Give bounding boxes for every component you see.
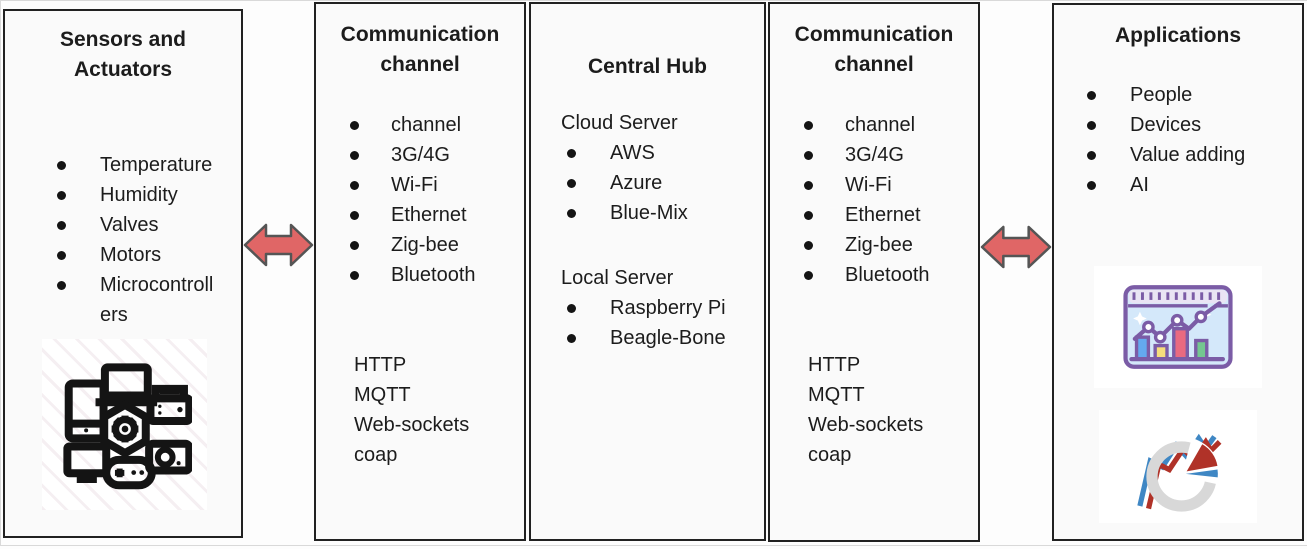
list-item: 3G/4G xyxy=(804,140,978,170)
panel-title: Communication channel xyxy=(794,23,954,76)
list-item: People xyxy=(1087,80,1302,110)
bidirectional-arrow-icon xyxy=(980,225,1052,269)
iot-devices-icon xyxy=(42,339,207,510)
channel-list: channel 3G/4G Wi-Fi Ethernet Zig-bee Blu… xyxy=(770,110,978,290)
protocol-item: HTTP xyxy=(354,354,407,376)
list-item: Bluetooth xyxy=(350,260,524,290)
bullet-icon xyxy=(804,241,813,250)
bullet-icon xyxy=(57,221,66,230)
bullet-icon xyxy=(1087,181,1096,190)
panel-title: Applications xyxy=(1114,24,1241,47)
bullet-icon xyxy=(1087,91,1096,100)
bullet-icon xyxy=(804,181,813,190)
bullet-icon xyxy=(350,121,359,130)
list-item: AI xyxy=(1087,170,1302,200)
bullet-icon xyxy=(804,121,813,130)
list-item: Raspberry Pi xyxy=(567,293,764,323)
bullet-icon xyxy=(567,304,576,313)
list-item: Zig-bee xyxy=(350,230,524,260)
page-edge-left xyxy=(0,0,1,545)
panel-applications: Applications People Devices Value adding… xyxy=(1052,3,1304,541)
bullet-icon xyxy=(350,241,359,250)
section-heading-local-server: Local Server xyxy=(561,267,674,289)
list-item: Value adding xyxy=(1087,140,1302,170)
list-item: Ethernet xyxy=(804,200,978,230)
bullet-icon xyxy=(804,271,813,280)
panel-title: Communication channel xyxy=(340,23,500,76)
bullet-icon xyxy=(567,209,576,218)
applications-list: People Devices Value adding AI xyxy=(1054,80,1302,200)
sensor-list: Temperature Humidity Valves Motors Micro… xyxy=(5,150,241,330)
list-item: channel xyxy=(804,110,978,140)
list-item: Beagle-Bone xyxy=(567,323,764,353)
bullet-icon xyxy=(57,281,66,290)
protocol-item: coap xyxy=(354,444,398,466)
section-heading-cloud-server: Cloud Server xyxy=(561,112,678,134)
bullet-icon xyxy=(57,191,66,200)
list-item: Blue-Mix xyxy=(567,198,764,228)
analytics-dashboard-icon xyxy=(1094,266,1262,388)
list-item: Wi-Fi xyxy=(350,170,524,200)
list-item: Motors xyxy=(57,240,241,270)
page-edge-top xyxy=(0,0,1307,1)
panel-communication-channel-left: Communication channel channel 3G/4G Wi-F… xyxy=(314,2,526,541)
bullet-icon xyxy=(1087,121,1096,130)
page-edge-bottom xyxy=(0,545,1307,546)
list-item: AWS xyxy=(567,138,764,168)
panel-title: Sensors and Actuators xyxy=(59,28,187,81)
panel-central-hub: Central Hub Cloud Server AWS Azure Blue-… xyxy=(529,2,766,541)
protocol-item: MQTT xyxy=(808,384,865,406)
bullet-icon xyxy=(567,149,576,158)
protocol-list: HTTP MQTT Web-sockets coap xyxy=(316,350,524,470)
bullet-icon xyxy=(350,181,359,190)
bullet-icon xyxy=(804,151,813,160)
cloud-server-list: AWS Azure Blue-Mix xyxy=(531,138,764,228)
list-item: Temperature xyxy=(57,150,241,180)
list-item: Humidity xyxy=(57,180,241,210)
list-item: Bluetooth xyxy=(804,260,978,290)
panel-communication-channel-right: Communication channel channel 3G/4G Wi-F… xyxy=(768,2,980,542)
bullet-icon xyxy=(804,211,813,220)
list-item: 3G/4G xyxy=(350,140,524,170)
bullet-icon xyxy=(57,251,66,260)
bullet-icon xyxy=(1087,151,1096,160)
list-item: channel xyxy=(350,110,524,140)
protocol-item: HTTP xyxy=(808,354,861,376)
list-item: Microcontrollers xyxy=(57,270,241,330)
panel-title: Central Hub xyxy=(587,55,707,78)
panel-sensors-actuators: Sensors and Actuators Temperature Humidi… xyxy=(3,9,243,538)
protocol-item: MQTT xyxy=(354,384,411,406)
pie-line-chart-icon xyxy=(1099,410,1257,523)
bullet-icon xyxy=(350,211,359,220)
list-item: Devices xyxy=(1087,110,1302,140)
bullet-icon xyxy=(567,334,576,343)
bullet-icon xyxy=(350,151,359,160)
local-server-list: Raspberry Pi Beagle-Bone xyxy=(531,293,764,353)
protocol-item: coap xyxy=(808,444,852,466)
list-item: Azure xyxy=(567,168,764,198)
list-item: Wi-Fi xyxy=(804,170,978,200)
protocol-list: HTTP MQTT Web-sockets coap xyxy=(770,350,978,470)
bidirectional-arrow-icon xyxy=(243,223,314,267)
list-item: Zig-bee xyxy=(804,230,978,260)
bullet-icon xyxy=(57,161,66,170)
protocol-item: Web-sockets xyxy=(354,414,470,436)
list-item: Valves xyxy=(57,210,241,240)
bullet-icon xyxy=(350,271,359,280)
bullet-icon xyxy=(567,179,576,188)
channel-list: channel 3G/4G Wi-Fi Ethernet Zig-bee Blu… xyxy=(316,110,524,290)
protocol-item: Web-sockets xyxy=(808,414,924,436)
list-item: Ethernet xyxy=(350,200,524,230)
